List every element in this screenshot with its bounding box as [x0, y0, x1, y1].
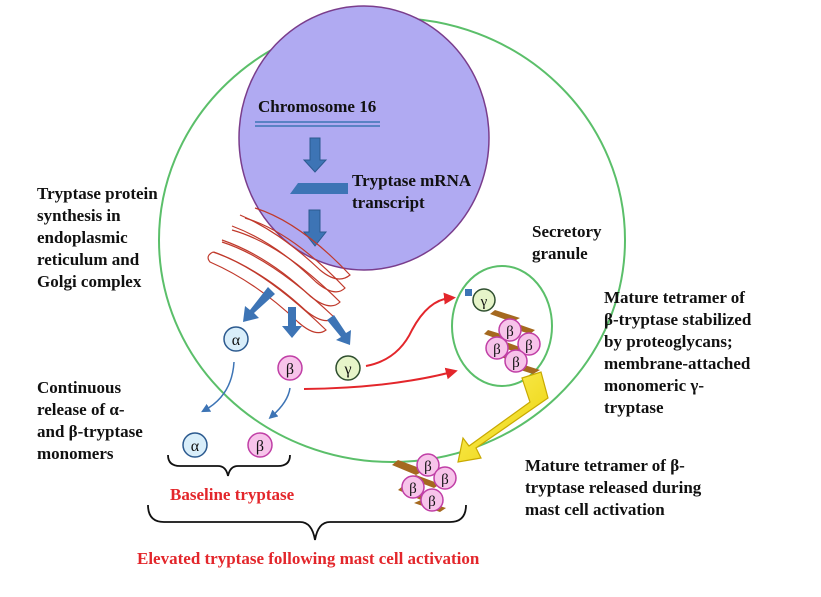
svg-text:α: α [232, 332, 241, 349]
mrna-label-line-2: transcript [352, 193, 425, 212]
beta-monomer-released: β [247, 432, 273, 458]
translation-arrow [302, 209, 328, 247]
beta-release-arrow [268, 387, 291, 419]
gamma-membrane-attached: γ [472, 288, 496, 312]
svg-text:β: β [409, 481, 417, 497]
released-line: tryptase released during [525, 478, 702, 497]
svg-text:β: β [525, 338, 533, 354]
alpha-monomer-released: α [182, 432, 208, 458]
chromosome-dna-icon [255, 121, 380, 127]
alpha-release-arrow [201, 361, 235, 413]
released-line: mast cell activation [525, 500, 665, 519]
svg-text:γ: γ [343, 361, 351, 378]
continuous-line: monomers [37, 444, 114, 463]
svg-text:β: β [441, 472, 449, 488]
continuous-line: Continuous [37, 378, 122, 397]
released-tetramer-label: Mature tetramer of β- tryptase released … [525, 455, 701, 521]
secretory-line: Secretory [532, 222, 602, 241]
gamma-to-granule-arrow [365, 292, 456, 367]
beta-tetramer-released: β β β β [401, 453, 457, 512]
mrna-label-line-1: Tryptase mRNA [352, 171, 472, 190]
synthesis-line: Golgi complex [37, 272, 142, 291]
continuous-release-label: Continuous release of α- and β-tryptase … [37, 377, 143, 465]
beta-to-granule-arrow [303, 367, 458, 390]
synthesis-line: reticulum and [37, 250, 140, 269]
transcription-arrow [302, 137, 328, 173]
released-line: Mature tetramer of β- [525, 456, 685, 475]
synthesis-line: endoplasmic [37, 228, 128, 247]
svg-text:β: β [256, 438, 264, 455]
elevated-tryptase-label: Elevated tryptase following mast cell ac… [137, 549, 480, 568]
tetramer-line: tryptase [604, 398, 664, 417]
svg-text:β: β [428, 494, 436, 510]
svg-text:α: α [191, 438, 200, 455]
svg-text:β: β [512, 355, 520, 371]
baseline-tryptase-label: Baseline tryptase [170, 485, 295, 504]
svg-text:β: β [506, 324, 514, 340]
tetramer-line: monomeric γ- [604, 376, 704, 395]
tetramer-line: membrane-attached [604, 354, 751, 373]
svg-text:β: β [493, 342, 501, 358]
synthesis-line: synthesis in [37, 206, 121, 225]
elevated-brace [147, 504, 467, 541]
synthesis-label: Tryptase protein synthesis in endoplasmi… [37, 183, 158, 293]
svg-text:β: β [286, 361, 294, 378]
nucleus [238, 5, 490, 271]
arrow-to-gamma [327, 315, 351, 345]
chromosome-label: Chromosome 16 [258, 97, 377, 116]
synthesis-line: Tryptase protein [37, 184, 158, 203]
er-golgi-complex [207, 207, 351, 334]
tetramer-line: Mature tetramer of [604, 288, 745, 307]
alpha-monomer-intracellular: α [223, 326, 249, 352]
arrow-to-beta [282, 307, 302, 338]
continuous-line: and β-tryptase [37, 422, 143, 441]
arrow-to-alpha [243, 287, 275, 322]
tetramer-line: β-tryptase stabilized [604, 310, 752, 329]
beta-monomer-intracellular: β [277, 355, 303, 381]
granule-tetramer-label: Mature tetramer of β-tryptase stabilized… [604, 287, 751, 419]
baseline-brace [167, 454, 291, 477]
membrane-anchor [465, 289, 472, 296]
svg-text:β: β [424, 459, 432, 475]
mrna-transcript-icon [290, 183, 348, 194]
beta-tetramer-granule: β β β β [485, 318, 541, 373]
degranulation-arrow [457, 371, 549, 463]
svg-text:γ: γ [480, 294, 488, 310]
tetramer-line: by proteoglycans; [604, 332, 733, 351]
gamma-monomer-intracellular: γ [335, 355, 361, 381]
secretory-line: granule [532, 244, 588, 263]
mrna-label: Tryptase mRNA transcript [352, 170, 471, 214]
secretory-granule-label: Secretory granule [532, 221, 602, 265]
continuous-line: release of α- [37, 400, 125, 419]
secretory-granule [451, 265, 553, 387]
